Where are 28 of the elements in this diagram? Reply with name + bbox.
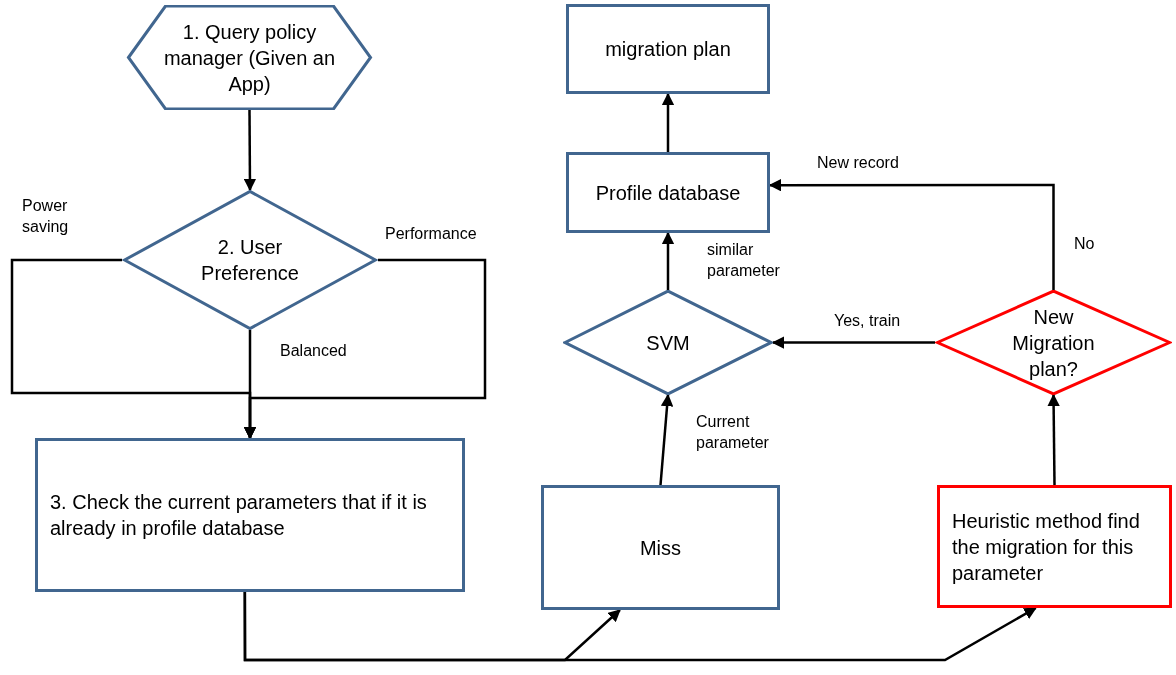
decision-diamond [122, 190, 378, 330]
arrow [243, 110, 257, 192]
node-text: Profile database [595, 180, 741, 206]
node-text: migration plan [605, 37, 731, 62]
arrow [768, 178, 1055, 290]
node-text: New Migration plan? [1011, 304, 1096, 382]
node-text: 3. Check the current parameters that if it is already in profile database [50, 490, 428, 541]
process-box [35, 438, 465, 592]
arrow [659, 393, 674, 486]
node-text: 1. Query policy manager (Given an App) [162, 19, 337, 97]
process-box [566, 152, 770, 233]
decision-diamond [935, 290, 1172, 395]
process-box [566, 4, 770, 94]
arrow [243, 258, 487, 440]
arrow [661, 231, 675, 290]
arrow [661, 92, 675, 152]
process-box [937, 485, 1172, 608]
arrow [771, 336, 935, 349]
node-text: Heuristic method find the migration for this parameter [952, 508, 1141, 586]
note-text: New record [817, 153, 899, 173]
decision-diamond [563, 290, 773, 395]
hexagon-node [126, 5, 373, 110]
arrow [1047, 393, 1060, 485]
node-text: SVM [646, 330, 690, 356]
node-text: 2. User Preference [200, 235, 300, 286]
process-box [541, 485, 780, 610]
arrow [243, 592, 1037, 662]
node-text: Miss [639, 535, 682, 561]
